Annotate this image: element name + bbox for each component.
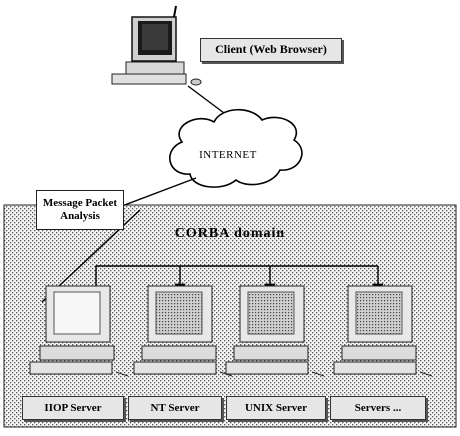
internet-analysis-link [121,177,197,207]
corba-domain-title: CORBA domain [174,226,286,241]
unix-server-label: UNIX Server [226,396,326,420]
unix-server-computer-icon [225,285,325,377]
analysis-label-line1: Message Packet [42,197,118,210]
nt-server-label: NT Server [128,396,222,420]
nt-server-computer-icon [133,285,233,377]
analysis-label-line2: Analysis [60,210,100,222]
client-computer-icon [111,5,202,86]
other-server-computer-icon [333,285,433,377]
message-packet-analysis-box: Message Packet Analysis [36,190,124,230]
iiop-server-computer-icon [29,285,129,377]
client-label: Client (Web Browser) [200,38,342,62]
internet-label: INTERNET [199,149,257,161]
internet-cloud-icon [169,109,303,188]
other-servers-label: Servers ... [330,396,426,420]
iiop-server-label: IIOP Server [22,396,124,420]
